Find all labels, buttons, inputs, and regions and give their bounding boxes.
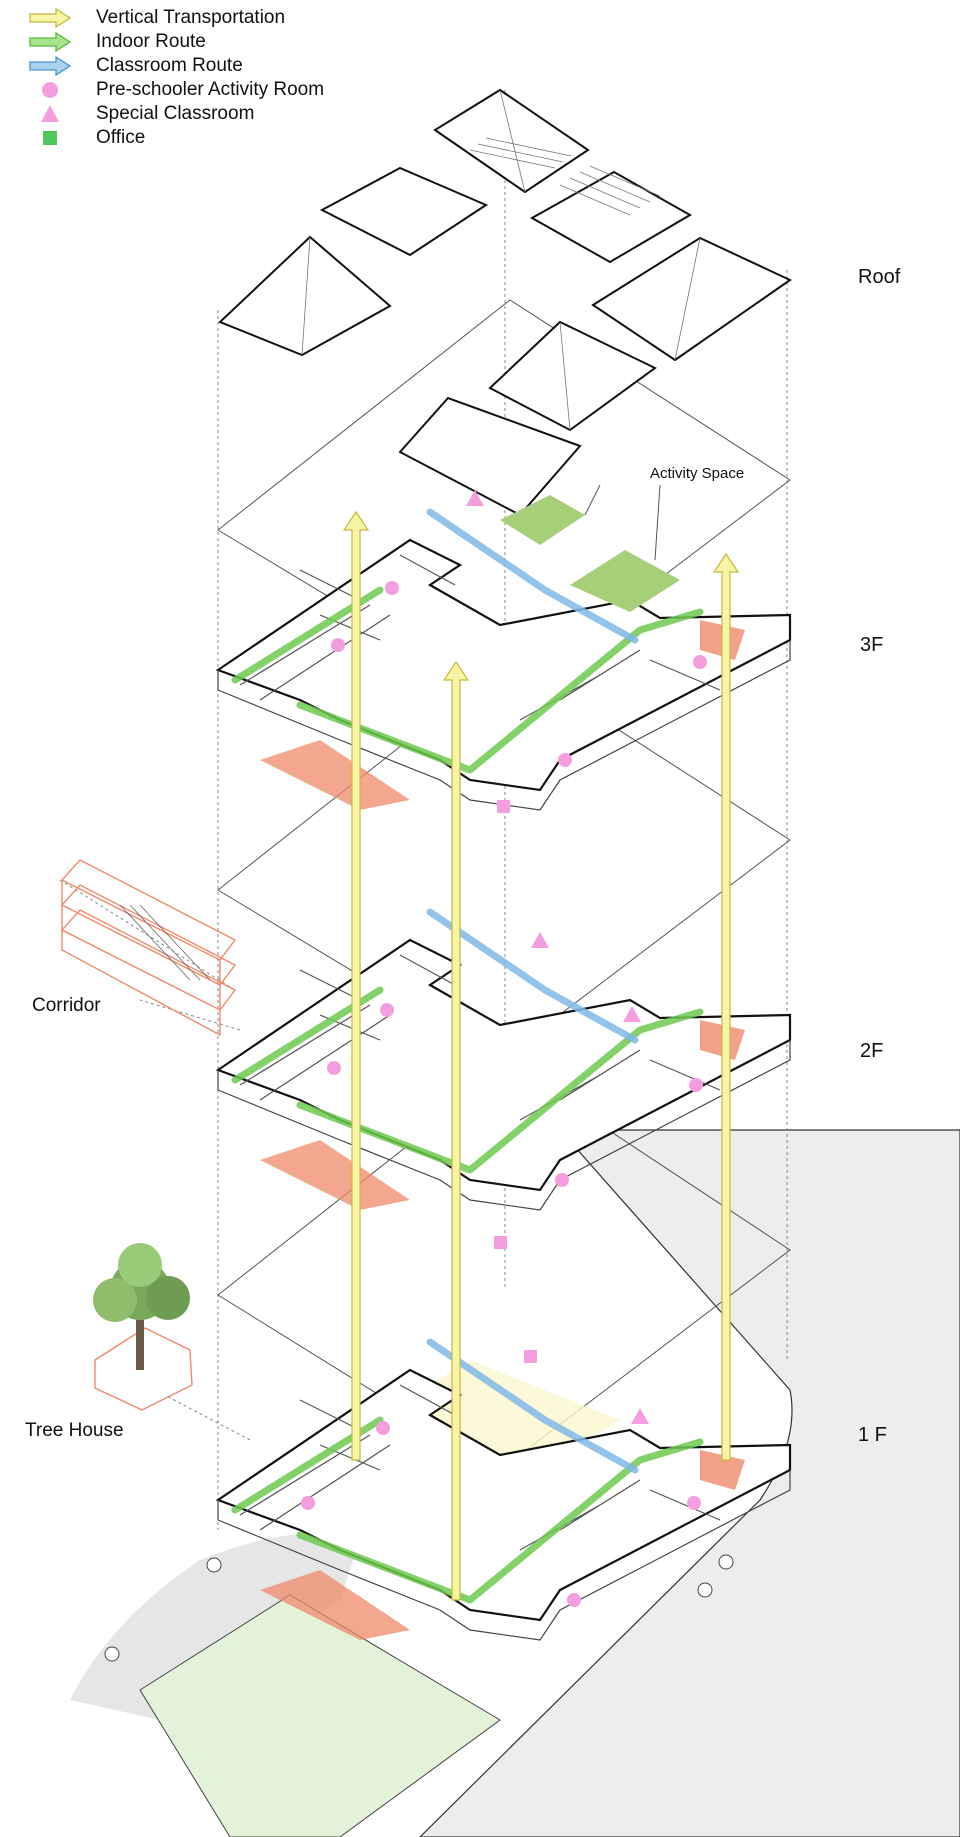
legend-item-label: Office [96, 127, 146, 148]
preschooler-room-marker [376, 1421, 390, 1435]
preschooler-room-marker [555, 1173, 569, 1187]
preschooler-room-marker [687, 1496, 701, 1510]
preschooler-room-marker [331, 638, 345, 652]
preschooler-room-marker [693, 655, 707, 669]
corridor-label: Corridor [32, 995, 101, 1016]
vertical-arrow [712, 552, 740, 1461]
preschooler-room-marker [567, 1593, 581, 1607]
preschooler-room-marker [380, 1003, 394, 1017]
roof-panel [319, 166, 489, 257]
vertical-arrow [342, 510, 370, 1461]
tree-house-label: Tree House [25, 1420, 124, 1441]
preschooler-room-marker [327, 1061, 341, 1075]
room-markers [301, 490, 707, 1607]
site-tree [206, 1557, 222, 1573]
office-marker [494, 1236, 507, 1249]
office-marker [524, 1350, 537, 1363]
legend-item-label: Vertical Transportation [96, 7, 286, 28]
roof-panels [218, 88, 792, 517]
legend-item: Office [28, 126, 324, 150]
site-trees [104, 1554, 734, 1662]
arrow-icon [28, 32, 72, 52]
roof-panel-detail [301, 89, 701, 431]
preschooler-room-marker [689, 1078, 703, 1092]
preschooler-room-marker [301, 1496, 315, 1510]
legend-item: Special Classroom [28, 102, 324, 126]
vertical-arrow [442, 660, 470, 1601]
vertical-transportation-arrows [342, 510, 740, 1601]
floor-label-3f: 3F [860, 634, 884, 656]
roof-panel [488, 320, 657, 432]
special-classroom-marker [531, 932, 549, 948]
arrow-icon [28, 56, 72, 76]
legend-item: Indoor Route [28, 30, 324, 54]
legend-item: Classroom Route [28, 54, 324, 78]
activity-space-greens [500, 484, 680, 612]
roof-panel [591, 236, 792, 362]
preschooler-room-marker [558, 753, 572, 767]
arrow-icon [28, 8, 72, 28]
square-icon [28, 128, 72, 148]
floor-1f [218, 1342, 790, 1640]
special-classroom-marker [466, 490, 484, 506]
legend-item-label: Classroom Route [96, 55, 243, 76]
legend-item: Pre-schooler Activity Room [28, 78, 324, 102]
office-marker [497, 800, 510, 813]
floor-label-roof: Roof [858, 266, 901, 288]
floor-label-1f: 1 F [858, 1424, 887, 1446]
legend-item-label: Indoor Route [96, 31, 206, 52]
roof-panel [529, 170, 693, 264]
floor-label-2f: 2F [860, 1040, 884, 1062]
roof-panel [398, 396, 582, 517]
triangle-icon [28, 104, 72, 124]
site-tree [104, 1646, 120, 1662]
special-classroom-marker [631, 1408, 649, 1424]
roof-panel [218, 235, 392, 357]
legend-item-label: Pre-schooler Activity Room [96, 79, 325, 100]
special-classroom-marker [623, 1006, 641, 1022]
legend-item-label: Special Classroom [96, 103, 255, 124]
ground-plane [70, 1129, 960, 1837]
corridor-callout-drawing [60, 859, 237, 1037]
site-tree [697, 1582, 713, 1598]
activity-space-label: Activity Space [650, 465, 745, 482]
circle-icon [28, 80, 72, 100]
site-tree [718, 1554, 734, 1570]
preschooler-room-marker [385, 581, 399, 595]
tree-house-callout-drawing [93, 1243, 193, 1411]
roof-panel [433, 88, 590, 194]
legend-item: Vertical Transportation [28, 6, 324, 30]
